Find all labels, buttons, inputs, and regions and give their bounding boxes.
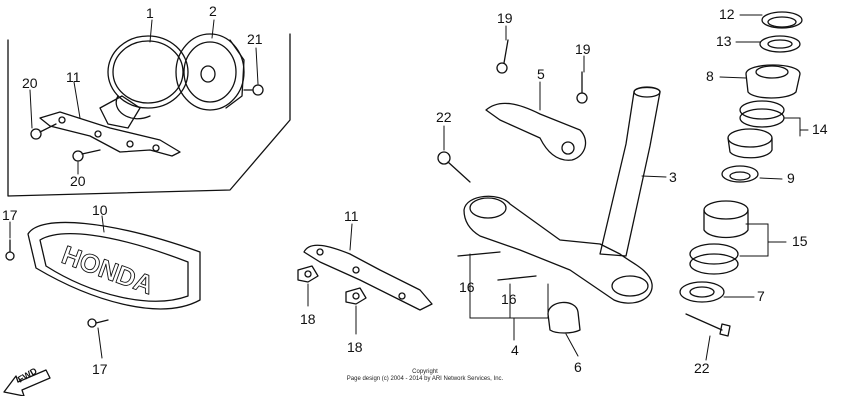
callout-17-upper: 17	[2, 207, 18, 223]
callout-11-right: 11	[344, 208, 359, 224]
callout-5: 5	[537, 66, 545, 82]
bolt-19-right	[576, 71, 588, 104]
callout-22-upper: 22	[436, 109, 452, 125]
callout-11-left: 11	[66, 69, 81, 85]
callout-15: 15	[792, 233, 808, 249]
callout-7: 7	[757, 288, 765, 304]
callout-10: 10	[92, 202, 108, 218]
callout-16-left: 16	[459, 279, 475, 295]
callout-4: 4	[511, 342, 519, 358]
bottom-bridge	[463, 195, 653, 304]
headlight-rim	[107, 35, 189, 120]
bolt-20-upper	[30, 123, 57, 140]
leader-lines	[9, 14, 809, 361]
pin-16-left	[457, 251, 501, 257]
bolt-22-upper	[437, 151, 471, 183]
pin-16-right	[497, 275, 537, 281]
forward-arrow-icon	[3, 369, 51, 396]
callout-9: 9	[787, 170, 795, 186]
bearing-15	[689, 200, 749, 275]
callout-16-right: 16	[501, 291, 517, 307]
copyright-line-2: Page design (c) 2004 - 2014 by ARI Netwo…	[346, 376, 504, 382]
callout-19-left: 19	[497, 10, 513, 26]
bolt-20-lower	[72, 149, 101, 162]
bolt-19-left	[496, 39, 509, 74]
cable-guide	[485, 102, 587, 161]
callout-18-right: 18	[347, 339, 363, 355]
headlight-group-frame	[7, 33, 291, 197]
headlight-stay	[39, 95, 181, 157]
callout-19-right: 19	[575, 41, 591, 57]
callout-14: 14	[812, 121, 828, 137]
bearing-14	[727, 100, 785, 159]
washer-13	[759, 35, 801, 53]
callout-20-lower: 20	[70, 173, 86, 189]
nut-18-right	[345, 287, 367, 305]
lock-nut-12	[761, 11, 803, 29]
copyright-line-1: Copyright	[412, 369, 438, 375]
nut-18-left	[297, 265, 319, 283]
stopper-6	[547, 301, 581, 334]
dust-seal-9	[721, 165, 759, 183]
callout-17-lower: 17	[92, 361, 108, 377]
emblem-lettering: HONDA	[58, 239, 158, 300]
steering-stem	[599, 86, 661, 257]
emblem-stay	[303, 244, 433, 311]
callout-13: 13	[716, 33, 732, 49]
callout-8: 8	[706, 68, 714, 84]
bolt-22-lower	[685, 313, 731, 337]
bolt-21	[243, 84, 264, 96]
callout-22-lower: 22	[694, 360, 710, 376]
callout-21: 21	[247, 31, 263, 47]
callout-3: 3	[669, 169, 677, 185]
callout-12: 12	[719, 6, 735, 22]
callout-6: 6	[574, 359, 582, 375]
front-emblem-panel	[27, 221, 201, 310]
callout-2: 2	[209, 3, 217, 19]
screw-17-upper	[5, 239, 15, 261]
adjusting-nut-8	[745, 64, 801, 99]
callout-1: 1	[146, 5, 154, 21]
callout-20-upper: 20	[22, 75, 38, 91]
headlight-case	[175, 33, 245, 111]
screw-17-lower	[87, 318, 109, 328]
callout-18-left: 18	[300, 311, 316, 327]
seal-7	[679, 281, 725, 303]
